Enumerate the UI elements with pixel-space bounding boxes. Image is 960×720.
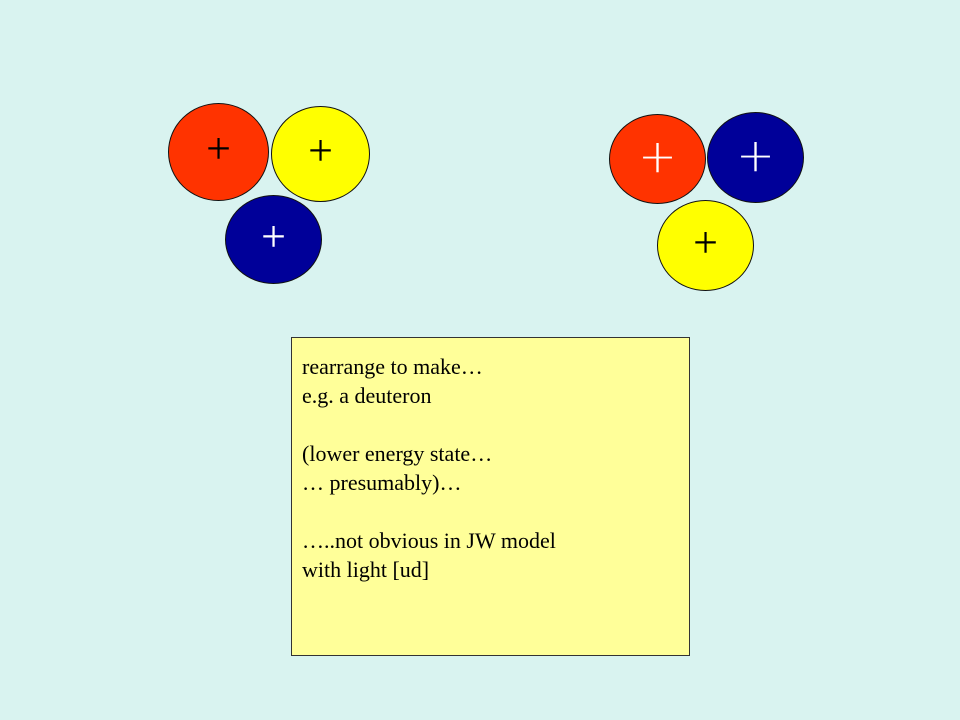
note-line [302, 497, 679, 526]
note-line: rearrange to make… [302, 354, 483, 379]
plus-sign: + [638, 129, 677, 183]
note-line: with light [ud] [302, 557, 430, 582]
note-line: e.g. a deuteron [302, 383, 432, 408]
plus-sign: + [308, 126, 333, 175]
plus-sign: + [736, 127, 775, 182]
right-red-particle: + [609, 114, 706, 204]
note-line [302, 410, 679, 439]
left-yellow-particle: + [271, 106, 370, 202]
explanation-textbox: rearrange to make… e.g. a deuteron (lowe… [291, 337, 690, 656]
plus-sign: + [206, 124, 231, 173]
note-line: …..not obvious in JW model [302, 528, 556, 553]
note-line: … presumably)… [302, 470, 462, 495]
left-blue-particle: + [225, 195, 322, 284]
left-red-particle: + [168, 103, 269, 201]
note-line: (lower energy state… [302, 441, 493, 466]
right-blue-particle: + [707, 112, 804, 203]
plus-sign: + [693, 217, 718, 267]
plus-sign: + [261, 211, 286, 261]
right-yellow-particle: + [657, 200, 754, 291]
